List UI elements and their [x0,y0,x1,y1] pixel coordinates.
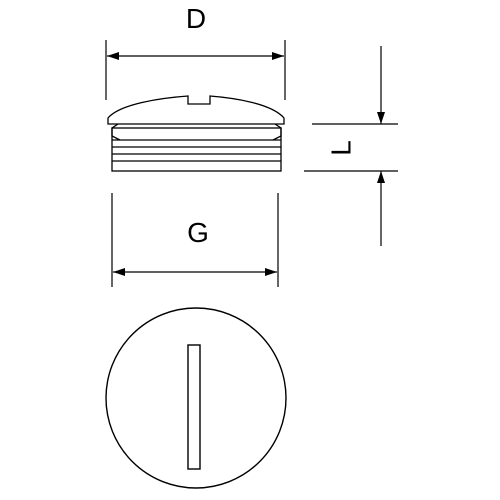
plug-slot [187,344,201,470]
dimension-label-l: L [325,140,356,156]
dimension-l: L [304,46,398,246]
plug-head-profile [107,95,285,125]
dimension-label-g: G [187,217,209,248]
plug-neck [111,123,282,141]
plug-top-circle [105,307,287,489]
dimension-g: G [111,193,279,287]
plug-top-view [105,307,287,489]
dimension-d: D [105,3,286,100]
plug-side-view [107,95,285,172]
plug-thread-body [111,127,282,172]
dimension-label-d: D [186,3,206,34]
